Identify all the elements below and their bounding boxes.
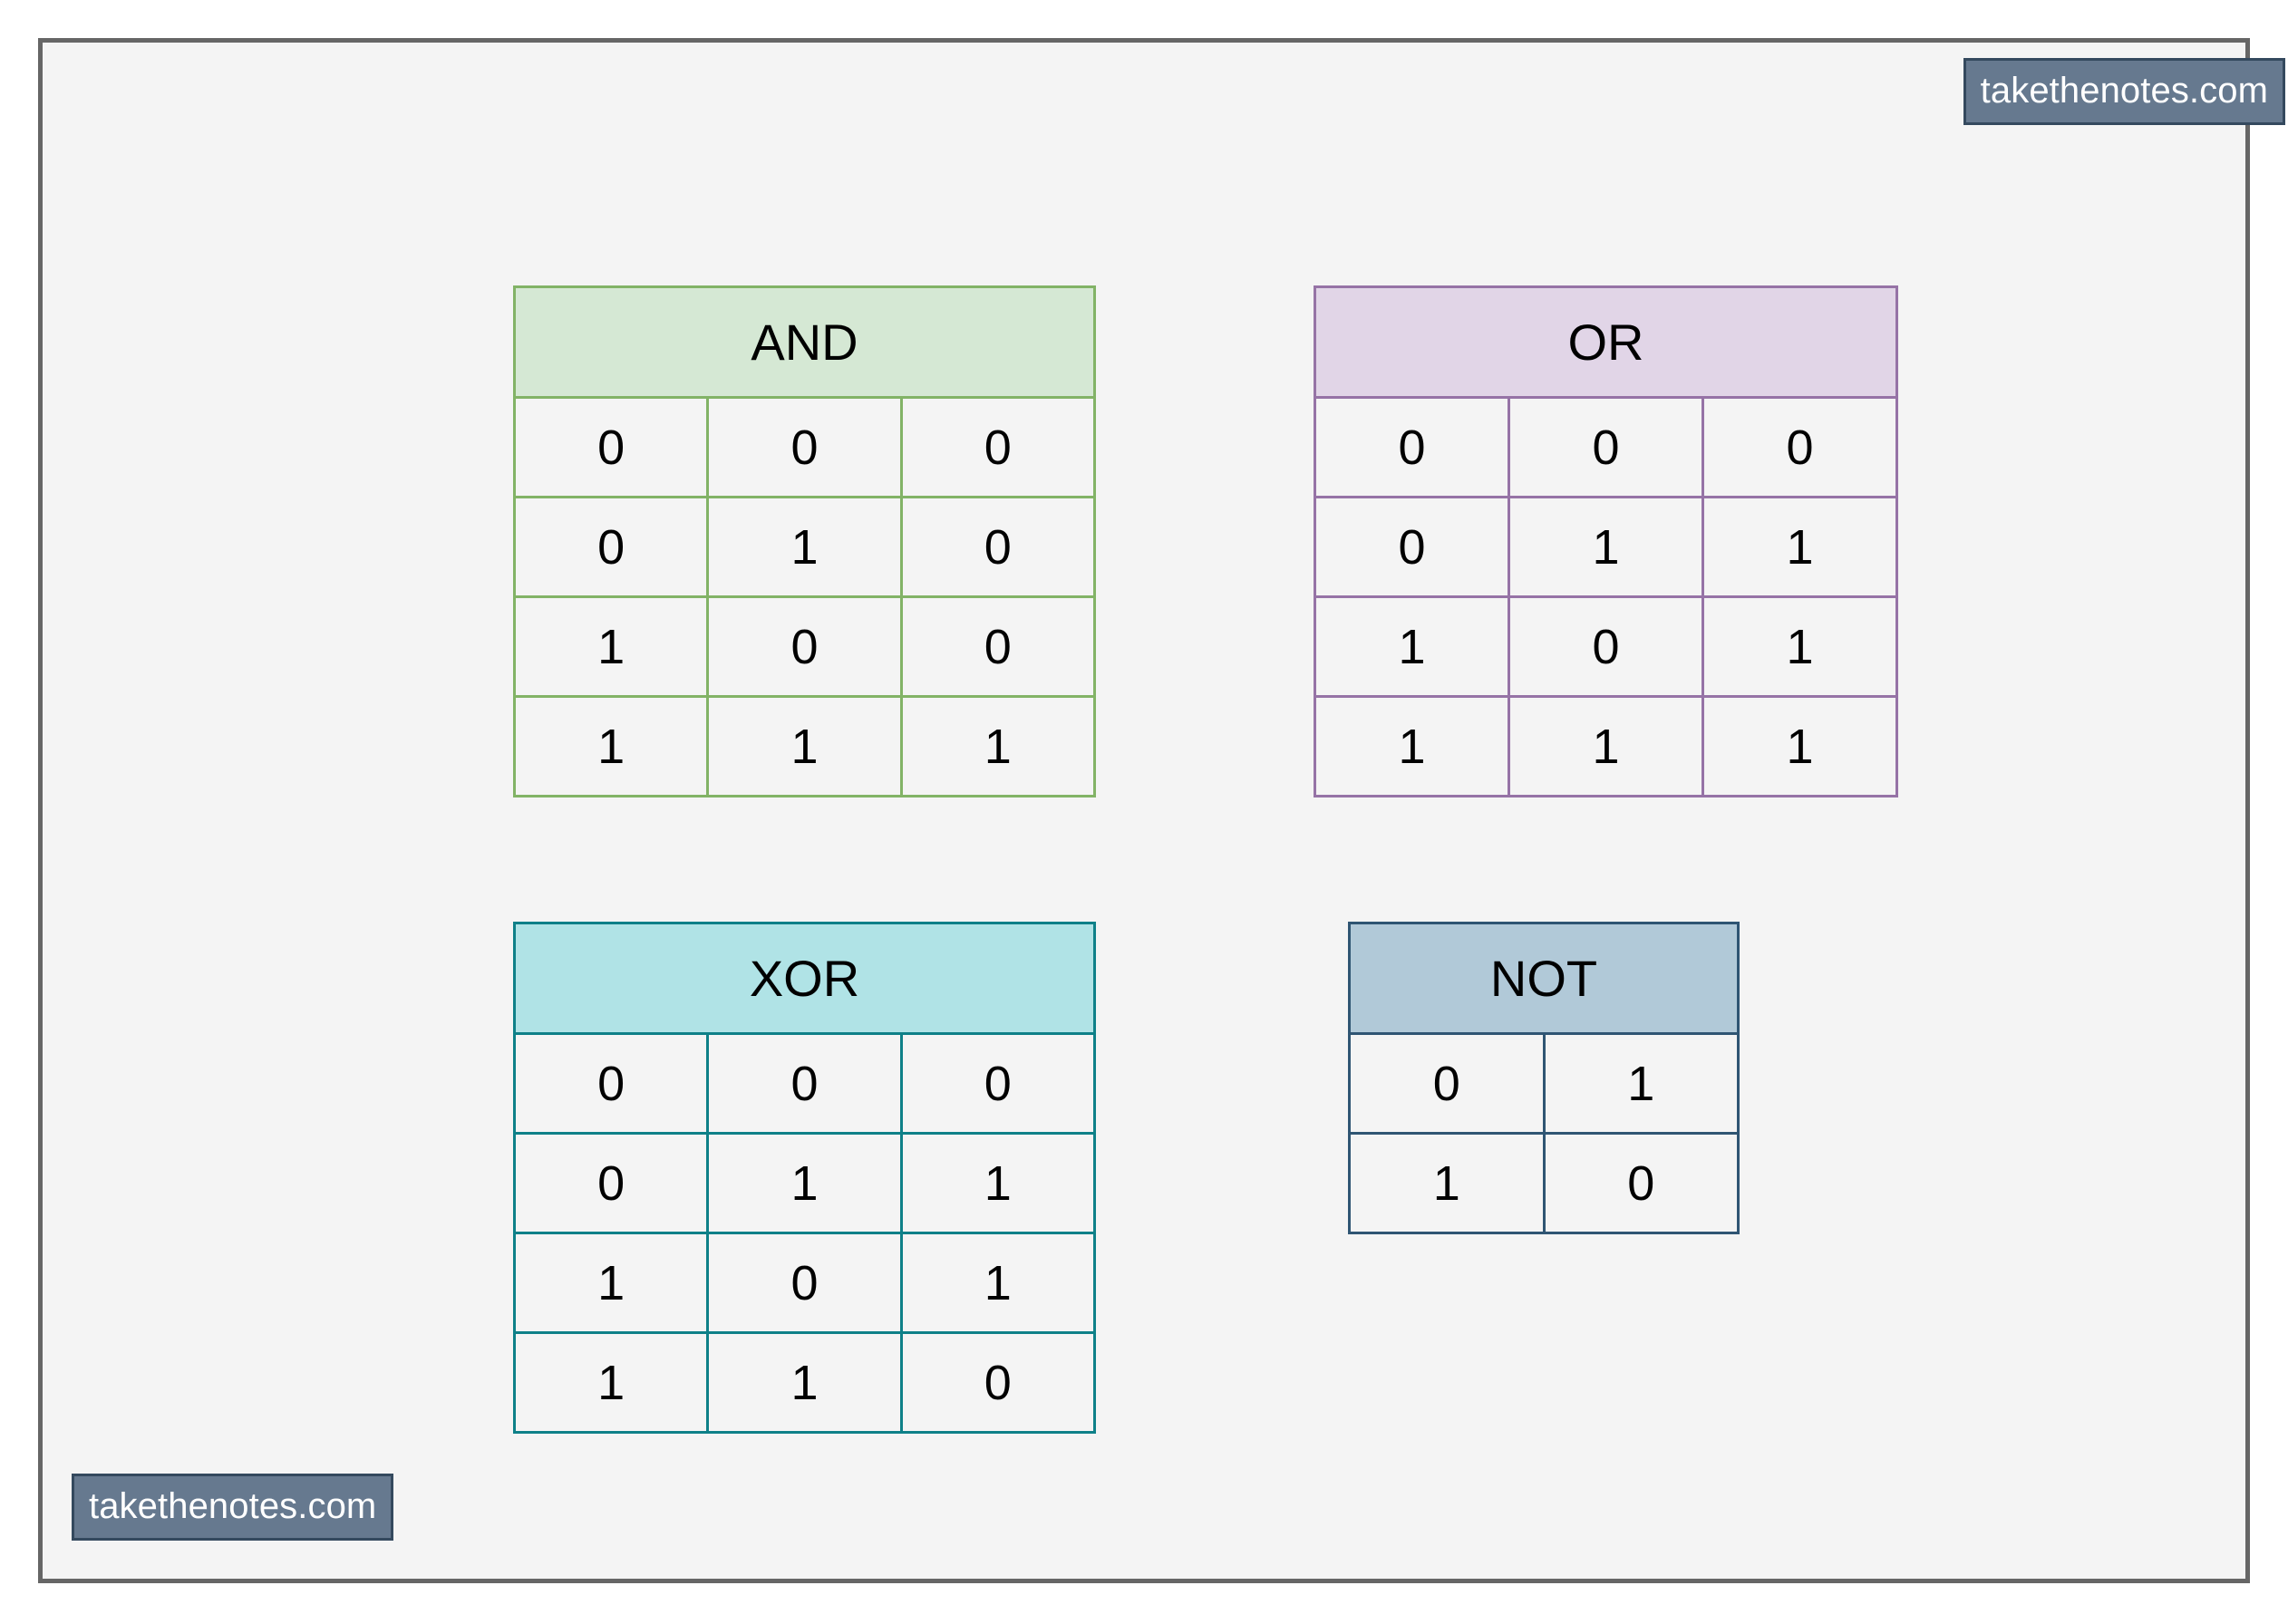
- cell-or-r3-c0: 1: [1314, 695, 1510, 798]
- cell-and-r3-c2: 1: [899, 695, 1097, 798]
- cell-or-r2-c0: 1: [1314, 595, 1510, 698]
- table-header-row: OR: [1314, 285, 1898, 399]
- cell-not-r1-c1: 0: [1542, 1132, 1740, 1234]
- cell-and-r1-c2: 0: [899, 496, 1097, 598]
- table-row: 0 1 1: [512, 1132, 1097, 1234]
- cell-and-r0-c1: 0: [706, 396, 903, 498]
- table-row: 1 0 0: [512, 595, 1097, 698]
- table-row: 0 0 0: [512, 396, 1097, 498]
- table-row: 0 1 0: [512, 496, 1097, 598]
- cell-or-r0-c0: 0: [1314, 396, 1510, 498]
- cell-or-r3-c1: 1: [1508, 695, 1704, 798]
- table-row: 1 1 0: [512, 1331, 1097, 1434]
- cell-and-r0-c2: 0: [899, 396, 1097, 498]
- table-row: 1 0 1: [512, 1232, 1097, 1334]
- cell-xor-r1-c0: 0: [512, 1132, 710, 1234]
- table-title-and: AND: [513, 285, 1096, 399]
- truth-table-xor: XOR 0 0 0 0 1 1 1 0 1 1 1 0: [512, 922, 1097, 1434]
- watermark-top-right: takethenotes.com: [1963, 58, 2285, 125]
- cell-and-r0-c0: 0: [512, 396, 710, 498]
- cell-xor-r0-c0: 0: [512, 1032, 710, 1135]
- truth-table-or: OR 0 0 0 0 1 1 1 0 1 1 1 1: [1314, 285, 1898, 798]
- cell-or-r2-c1: 0: [1508, 595, 1704, 698]
- cell-xor-r2-c2: 1: [899, 1232, 1097, 1334]
- cell-and-r2-c1: 0: [706, 595, 903, 698]
- cell-and-r2-c0: 1: [512, 595, 710, 698]
- table-header-row: AND: [513, 285, 1096, 399]
- table-row: 1 0: [1348, 1132, 1740, 1234]
- cell-xor-r0-c1: 0: [706, 1032, 903, 1135]
- cell-or-r0-c1: 0: [1508, 396, 1704, 498]
- table-title-xor: XOR: [513, 922, 1096, 1035]
- cell-xor-r3-c0: 1: [512, 1331, 710, 1434]
- cell-xor-r2-c0: 1: [512, 1232, 710, 1334]
- cell-xor-r1-c1: 1: [706, 1132, 903, 1234]
- table-title-or: OR: [1314, 285, 1898, 399]
- watermark-bottom-left: takethenotes.com: [72, 1474, 394, 1541]
- cell-and-r1-c0: 0: [512, 496, 710, 598]
- cell-or-r1-c2: 1: [1701, 496, 1898, 598]
- page-canvas: AND 0 0 0 0 1 0 1 0 0 1 1 1: [38, 38, 2250, 1583]
- cell-not-r1-c0: 1: [1348, 1132, 1546, 1234]
- cell-and-r3-c1: 1: [706, 695, 903, 798]
- table-row: 0 1 1: [1314, 496, 1898, 598]
- table-row: 0 0 0: [512, 1032, 1097, 1135]
- cell-or-r2-c2: 1: [1701, 595, 1898, 698]
- table-row: 1 1 1: [512, 695, 1097, 798]
- cell-or-r1-c0: 0: [1314, 496, 1510, 598]
- table-title-not: NOT: [1348, 922, 1740, 1035]
- table-row: 0 0 0: [1314, 396, 1898, 498]
- table-header-row: NOT: [1348, 922, 1740, 1035]
- cell-or-r3-c2: 1: [1701, 695, 1898, 798]
- cell-not-r0-c1: 1: [1542, 1032, 1740, 1135]
- cell-and-r3-c0: 1: [512, 695, 710, 798]
- table-row: 1 1 1: [1314, 695, 1898, 798]
- cell-xor-r1-c2: 1: [899, 1132, 1097, 1234]
- cell-or-r0-c2: 0: [1701, 396, 1898, 498]
- cell-xor-r3-c1: 1: [706, 1331, 903, 1434]
- table-row: 1 0 1: [1314, 595, 1898, 698]
- table-row: 0 1: [1348, 1032, 1740, 1135]
- truth-table-and: AND 0 0 0 0 1 0 1 0 0 1 1 1: [512, 285, 1097, 798]
- cell-not-r0-c0: 0: [1348, 1032, 1546, 1135]
- truth-table-not: NOT 0 1 1 0: [1348, 922, 1740, 1234]
- cell-and-r2-c2: 0: [899, 595, 1097, 698]
- cell-and-r1-c1: 1: [706, 496, 903, 598]
- cell-xor-r2-c1: 0: [706, 1232, 903, 1334]
- cell-or-r1-c1: 1: [1508, 496, 1704, 598]
- cell-xor-r0-c2: 0: [899, 1032, 1097, 1135]
- cell-xor-r3-c2: 0: [899, 1331, 1097, 1434]
- table-header-row: XOR: [513, 922, 1096, 1035]
